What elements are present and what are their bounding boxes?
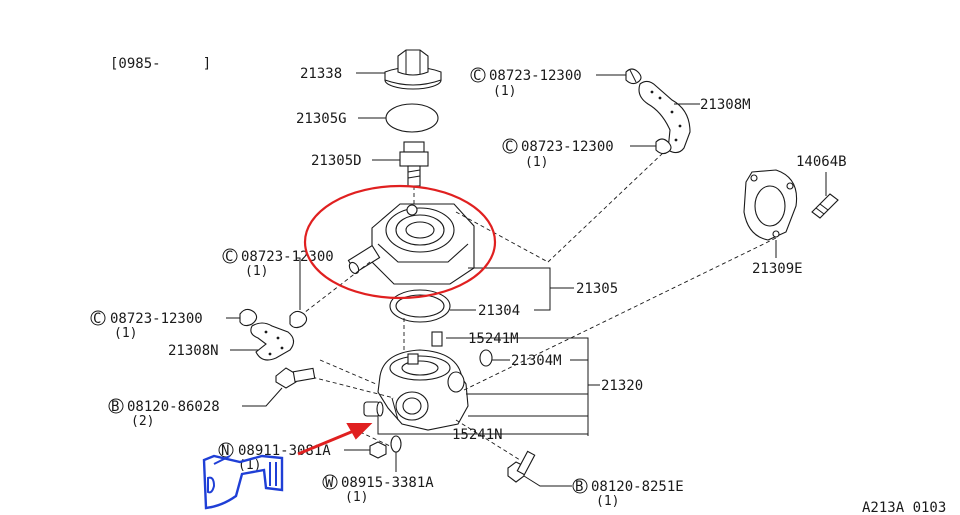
- part-21308N-hose: [250, 322, 295, 361]
- callout-symbol: C: [225, 249, 233, 265]
- label-21305G: 21305G: [296, 111, 347, 127]
- part-bolt-08120-86028: [275, 367, 316, 389]
- callout-symbol: C: [473, 68, 481, 84]
- figure-id: A213A 0103: [862, 500, 946, 515]
- callout-qty: (1): [493, 84, 516, 99]
- part-21309E-gasket: [743, 169, 798, 241]
- callout-qty: (1): [596, 494, 619, 509]
- callout-qty: (2): [131, 414, 154, 429]
- part-15241M-plug: [431, 331, 443, 347]
- callout-number: 08723-12300: [110, 311, 203, 327]
- label-21320: 21320: [601, 378, 643, 394]
- callout-clamp-mid-right: C 08723-12300 (1): [502, 138, 614, 170]
- label-21309E: 21309E: [752, 261, 803, 277]
- callout-qty: (1): [245, 264, 268, 279]
- callout-number: 08723-12300: [521, 139, 614, 155]
- red-arrow-annotation: [297, 423, 373, 456]
- part-washer-08915-3381A: [390, 435, 402, 453]
- part-nut-08911-3081A: [369, 441, 387, 459]
- callout-qty: (1): [114, 326, 137, 341]
- label-15241M: 15241M: [468, 331, 519, 347]
- label-21304M: 21304M: [511, 353, 562, 369]
- callout-clamp-left-upper: C 08723-12300 (1): [222, 248, 334, 279]
- part-21304M-o-ring: [479, 349, 493, 367]
- label-21304: 21304: [478, 303, 520, 319]
- part-clamp-mid-right: [655, 138, 672, 155]
- label-15241N: 15241N: [452, 427, 503, 443]
- part-15241N-plug: [363, 401, 384, 417]
- callout-symbol: C: [505, 139, 513, 155]
- date-code: [0985- ]: [110, 56, 211, 72]
- part-21305D-connector-bolt: [399, 141, 429, 187]
- part-21305G-o-ring: [385, 103, 439, 133]
- callout-bolt-bottom-right: B 08120-8251E (1): [572, 478, 684, 509]
- part-clamp-left-lower: [239, 308, 258, 327]
- callout-washer-bottom: W 08915-3381A (1): [322, 474, 434, 505]
- part-clamp-top-right: [625, 68, 642, 85]
- label-21305: 21305: [576, 281, 618, 297]
- callout-symbol: C: [93, 311, 101, 327]
- callout-number: 08120-8251E: [591, 479, 684, 495]
- part-14064B-stud: [811, 193, 839, 219]
- red-highlight-circle: [303, 184, 497, 300]
- part-bolt-08120-8251E: [507, 450, 536, 483]
- label-21338: 21338: [300, 66, 342, 82]
- callout-number: 08723-12300: [241, 249, 334, 265]
- callout-symbol: N: [221, 443, 229, 459]
- callout-symbol: B: [575, 479, 583, 495]
- label-21308N: 21308N: [168, 343, 219, 359]
- callout-qty: (1): [525, 155, 548, 170]
- callout-clamp-left-lower: C 08723-12300 (1): [90, 310, 203, 341]
- part-21320-oil-cooler-housing: [377, 349, 469, 431]
- callout-number: 08120-86028: [127, 399, 220, 415]
- callout-bolt-left: B 08120-86028 (2): [108, 398, 220, 429]
- callout-number: 08723-12300: [489, 68, 582, 84]
- part-21338-oil-filler-cap: [384, 49, 442, 90]
- callout-number: 08915-3381A: [341, 475, 434, 491]
- blue-scribble-annotation: [202, 454, 284, 510]
- label-21305D: 21305D: [311, 153, 362, 169]
- callout-symbol: B: [111, 399, 119, 415]
- part-21308M-hose: [638, 80, 691, 154]
- part-21304-gasket: [389, 289, 451, 323]
- callout-qty: (1): [345, 490, 368, 505]
- label-21308M: 21308M: [700, 97, 751, 113]
- callout-clamp-top-right: C 08723-12300 (1): [470, 67, 582, 99]
- label-14064B: 14064B: [796, 154, 847, 170]
- part-21305-oil-cooler: [347, 203, 475, 285]
- part-clamp-left-upper: [289, 310, 308, 329]
- callout-symbol: W: [325, 475, 334, 491]
